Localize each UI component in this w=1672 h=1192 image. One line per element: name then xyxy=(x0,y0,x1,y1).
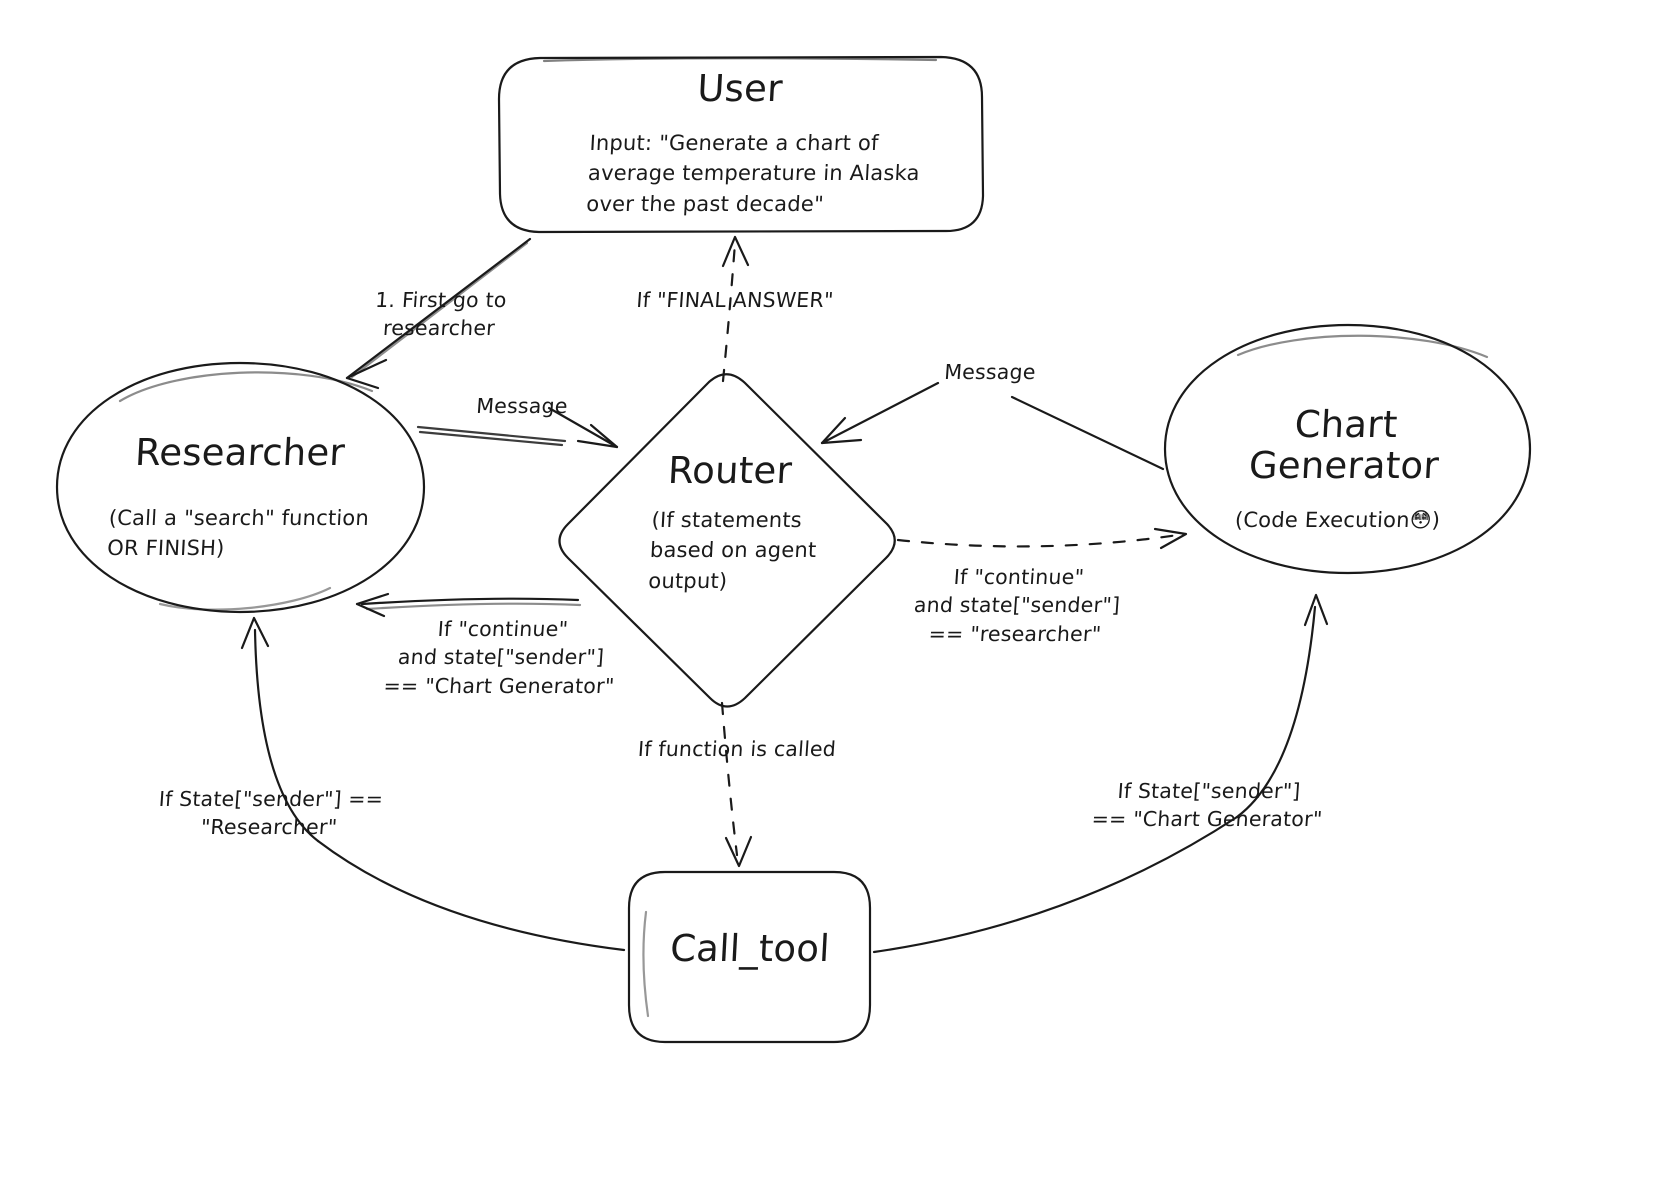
edge-router-to-chart xyxy=(896,527,1188,550)
edge-label-researcher-to-router: Message xyxy=(475,394,569,418)
node-chart-generator-shape[interactable] xyxy=(1163,323,1532,575)
node-chart-generator-label: Chart Generator xyxy=(1247,403,1440,488)
edge-label-call-tool-to-chart: If State["sender"] == "Chart Generator" xyxy=(1090,779,1324,832)
node-router-label: Router xyxy=(666,449,794,492)
edge-label-chart-to-router: Message xyxy=(943,360,1037,384)
edge-label-router-to-chart: If "continue" and state["sender"] == "re… xyxy=(913,565,1121,646)
edge-router-to-researcher xyxy=(355,592,582,618)
node-user-sublabel: Input: "Generate a chart of average temp… xyxy=(585,131,921,216)
edge-chart-to-router xyxy=(820,381,1165,471)
edge-call-tool-to-researcher xyxy=(240,616,626,952)
edge-router-to-user xyxy=(721,235,750,383)
node-user-label: User xyxy=(696,67,784,110)
node-researcher-label: Researcher xyxy=(134,431,346,474)
node-user-shape[interactable] xyxy=(497,55,985,234)
edge-label-router-to-researcher: If "continue" and state["sender"] == "Ch… xyxy=(382,617,616,698)
node-researcher-shape[interactable] xyxy=(55,361,426,614)
node-chart-generator-sublabel: (Code Execution😳) xyxy=(1234,508,1441,532)
edge-router-to-call-tool xyxy=(720,701,753,868)
node-researcher-sublabel: (Call a "search" function OR FINISH) xyxy=(106,506,370,561)
edge-label-router-to-user: If "FINAL ANSWER" xyxy=(635,288,835,312)
edge-label-user-to-researcher: 1. First go to researcher xyxy=(374,288,508,341)
node-call-tool-shape[interactable] xyxy=(627,870,872,1044)
edge-call-tool-to-chart xyxy=(872,593,1329,954)
node-router-shape[interactable] xyxy=(558,373,896,708)
edge-researcher-to-router xyxy=(416,406,619,449)
edge-label-router-to-call-tool: If function is called xyxy=(637,737,837,761)
node-router-sublabel: (If statements based on agent output) xyxy=(647,508,818,593)
edge-label-call-tool-to-researcher: If State["sender"] == "Researcher" xyxy=(158,787,384,840)
node-call-tool-label: Call_tool xyxy=(669,927,831,970)
edge-user-to-researcher xyxy=(345,237,532,390)
